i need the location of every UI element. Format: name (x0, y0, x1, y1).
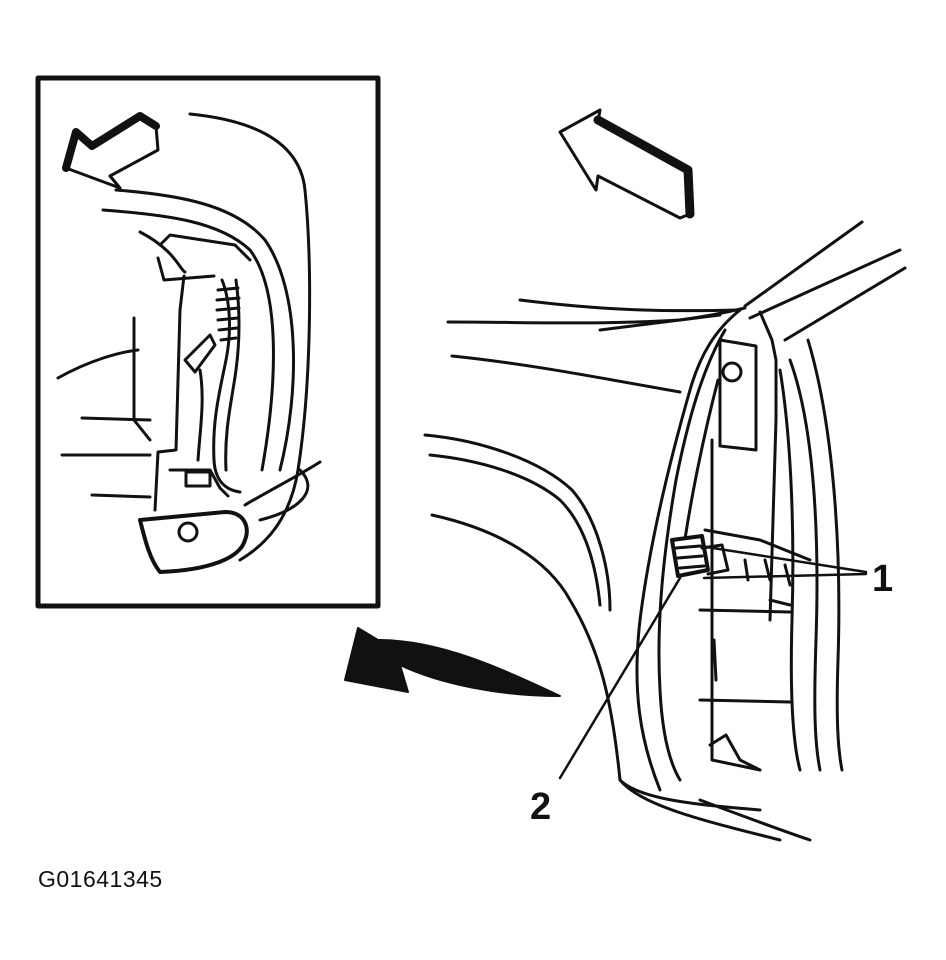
inset-mounting-bracket (138, 510, 249, 574)
callout-label-1: 1 (872, 558, 894, 600)
main-view (344, 108, 907, 842)
door-pillar (635, 308, 844, 792)
inset-connector (184, 470, 212, 488)
callout-1-leaders (698, 544, 868, 580)
callout-2-leader (558, 576, 682, 780)
inset-forward-arrow-icon (62, 112, 160, 190)
detail-reference-arrow-icon (344, 627, 561, 697)
callout-label-2: 2 (530, 786, 552, 828)
harness-connector (670, 534, 730, 578)
inset-wire-harness (183, 278, 242, 494)
forward-direction-arrow-icon (558, 108, 695, 220)
figure-code: G01641345 (38, 866, 163, 892)
inset-detail-view (35, 75, 381, 609)
inset-pillar-outer (188, 112, 312, 562)
inset-frame (35, 75, 381, 609)
